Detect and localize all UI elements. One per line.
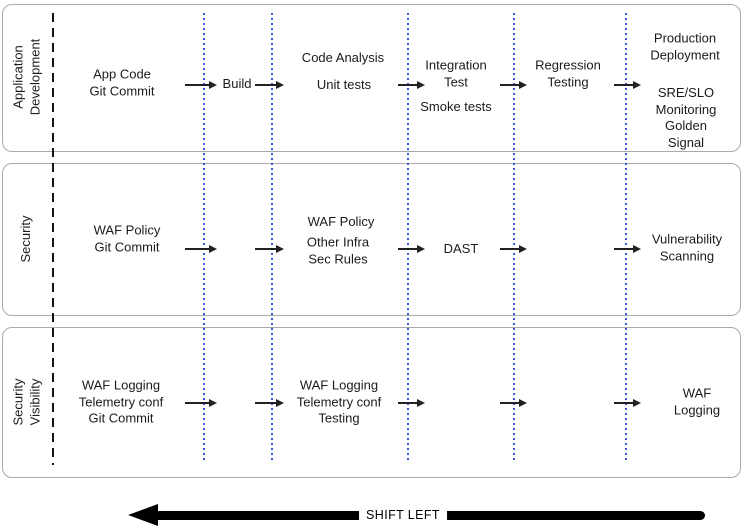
lane-label-security: Security xyxy=(17,215,33,263)
flow-arrow-icon xyxy=(185,245,217,252)
lane-label-security-visibility: Security Visibility xyxy=(10,378,43,426)
lane-security xyxy=(2,163,741,316)
flow-arrow-icon xyxy=(614,81,641,88)
flow-arrow-icon xyxy=(398,399,425,406)
stage-waf-policy: WAF Policy xyxy=(307,213,375,229)
shift-left-arrowhead-icon xyxy=(128,504,158,526)
stage-production-deployment: Production Deployment xyxy=(650,30,720,63)
stage-code-analysis: Code Analysis xyxy=(301,49,385,65)
stage-divider-line-5 xyxy=(625,13,627,460)
lane-application-development xyxy=(2,4,741,152)
flow-arrow-icon xyxy=(500,81,527,88)
stage-waf-logging: WAF Logging xyxy=(673,385,721,418)
flow-arrow-icon xyxy=(614,399,641,406)
stage-divider-line-2 xyxy=(271,13,273,460)
stage-waf-logging-git-commit: WAF Logging Telemetry conf Git Commit xyxy=(78,377,164,426)
stage-divider-line-1 xyxy=(203,13,205,460)
flow-arrow-icon xyxy=(614,245,641,252)
flow-arrow-icon xyxy=(398,245,425,252)
stage-sre-slo-monitoring: SRE/SLO Monitoring Golden Signal xyxy=(655,85,717,150)
commit-boundary-dashed-line xyxy=(52,13,54,465)
stage-other-infra-sec-rules: Other Infra Sec Rules xyxy=(306,234,370,267)
flow-arrow-icon xyxy=(185,81,217,88)
stage-divider-line-3 xyxy=(407,13,409,460)
flow-arrow-icon xyxy=(255,81,284,88)
stage-waf-logging-testing: WAF Logging Telemetry conf Testing xyxy=(296,377,382,426)
flow-arrow-icon xyxy=(255,245,284,252)
flow-arrow-icon xyxy=(500,245,527,252)
flow-arrow-icon xyxy=(398,81,425,88)
stage-waf-policy-git-commit: WAF Policy Git Commit xyxy=(93,222,161,255)
stage-app-code-git-commit: App Code Git Commit xyxy=(89,66,155,99)
stage-dast: DAST xyxy=(443,240,479,256)
flow-arrow-icon xyxy=(500,399,527,406)
lane-label-application-development: Application Development xyxy=(10,38,43,116)
flow-arrow-icon xyxy=(185,399,217,406)
stage-smoke-tests: Smoke tests xyxy=(420,98,492,114)
stage-vulnerability-scanning: Vulnerability Scanning xyxy=(651,231,723,264)
stage-unit-tests: Unit tests xyxy=(316,76,372,92)
stage-divider-line-4 xyxy=(513,13,515,460)
stage-build: Build xyxy=(222,75,252,91)
stage-integration-test: Integration Test xyxy=(425,57,487,90)
flow-arrow-icon xyxy=(255,399,284,406)
stage-regression-testing: Regression Testing xyxy=(535,57,601,90)
shift-left-label: SHIFT LEFT xyxy=(359,508,447,522)
